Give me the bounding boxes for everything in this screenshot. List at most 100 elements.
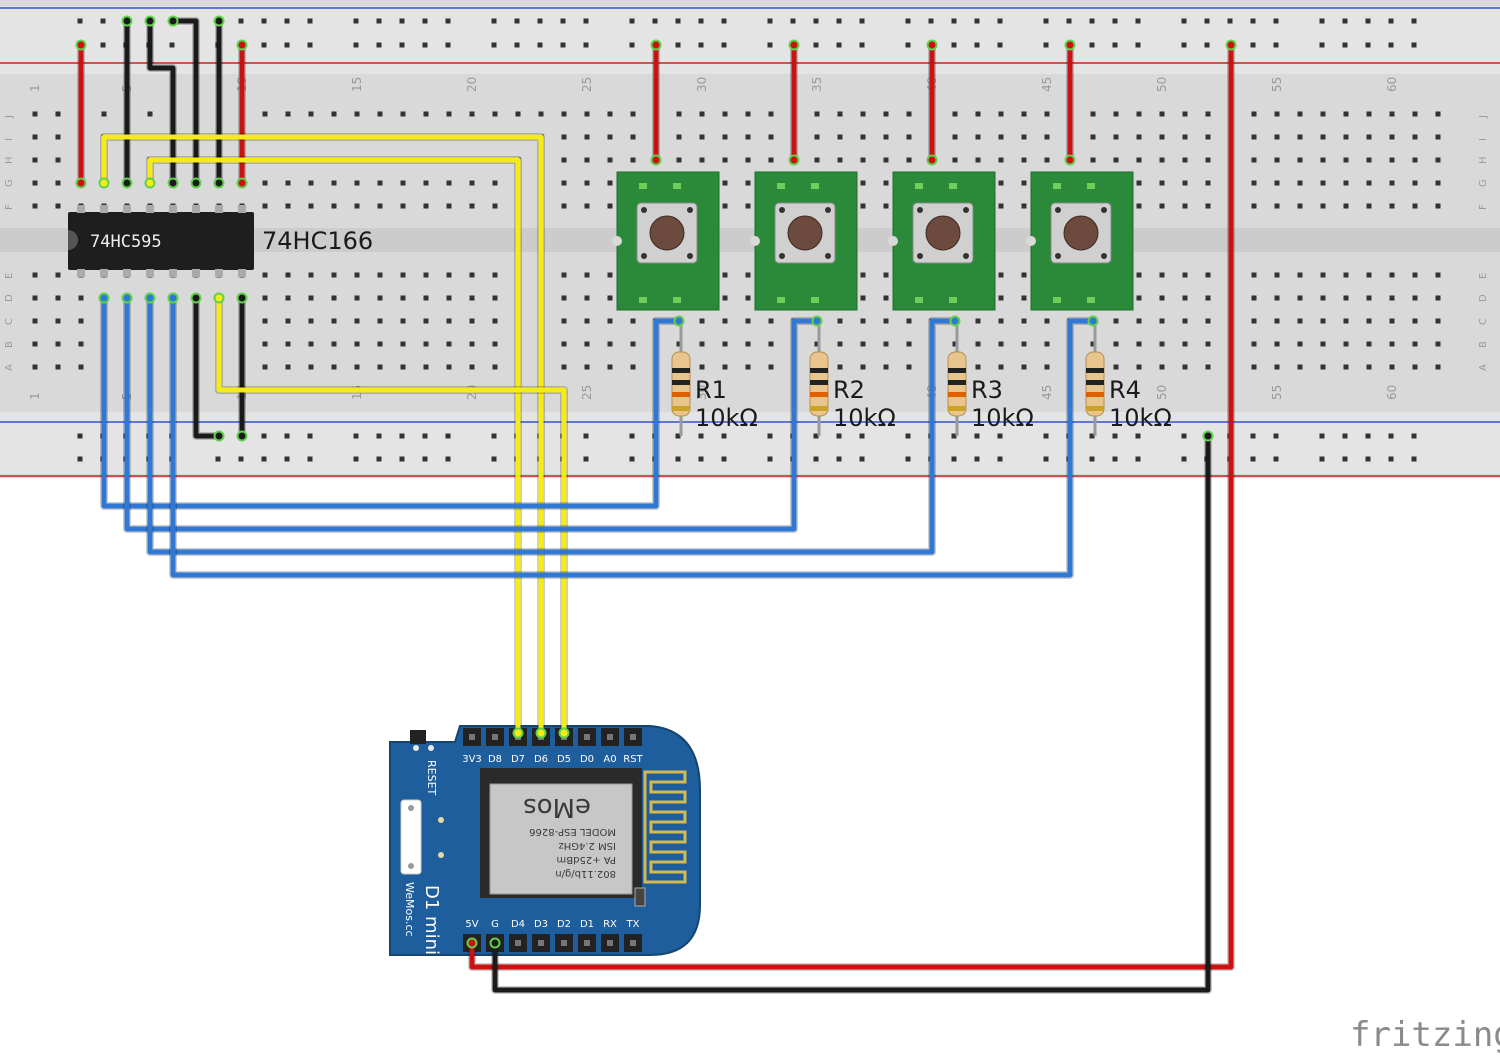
breadboard-hole (1366, 180, 1372, 186)
push-button[interactable] (1026, 171, 1134, 311)
breadboard-hole (262, 203, 268, 209)
breadboard-hole (308, 180, 314, 186)
breadboard-hole (1297, 180, 1303, 186)
board-gnd-wire[interactable] (492, 433, 1211, 993)
rail-hole (629, 18, 635, 24)
input-wire-4[interactable] (170, 295, 1096, 578)
breadboard-hole (607, 111, 613, 117)
breadboard-hole (1412, 272, 1418, 278)
breadboard-hole (561, 364, 567, 370)
pin-label: D1 (580, 919, 594, 930)
rail-hole (721, 42, 727, 48)
wire-end (144, 15, 156, 27)
breadboard-hole (975, 134, 981, 140)
rail-hole (813, 18, 819, 24)
breadboard-hole (55, 295, 61, 301)
breadboard-hole (768, 157, 774, 163)
breadboard-hole (1113, 318, 1119, 324)
rail-hole (537, 18, 543, 24)
breadboard-hole (1343, 272, 1349, 278)
ground-wire[interactable] (193, 295, 222, 439)
breadboard-hole (1274, 111, 1280, 117)
breadboard-hole (1343, 341, 1349, 347)
input-wire-1[interactable] (101, 295, 682, 509)
rail-hole (284, 433, 290, 439)
chip-pin (77, 269, 85, 277)
input-wire-3[interactable] (147, 295, 958, 555)
breadboard-hole (1320, 111, 1326, 117)
breadboard-hole (722, 295, 728, 301)
rail-hole (1112, 456, 1118, 462)
rail-hole (1066, 18, 1072, 24)
breadboard-hole (354, 364, 360, 370)
breadboard-hole (1274, 272, 1280, 278)
rail-hole (422, 456, 428, 462)
row-letter: B (4, 341, 15, 348)
wemos-d1-mini-board[interactable]: RESET 802.11b/g/n PA +25dBm ISM 2.4GHz M… (389, 725, 701, 956)
breadboard-hole (1136, 272, 1142, 278)
breadboard-hole (561, 111, 567, 117)
breadboard-hole (262, 272, 268, 278)
breadboard-hole (308, 203, 314, 209)
breadboard-hole (676, 111, 682, 117)
push-button[interactable] (888, 171, 996, 311)
push-button[interactable] (612, 171, 720, 311)
breadboard-hole (1343, 180, 1349, 186)
breadboard-hole (607, 364, 613, 370)
breadboard-hole (331, 295, 337, 301)
breadboard-hole (331, 180, 337, 186)
pin-label: D0 (580, 754, 594, 765)
breadboard-hole (1435, 157, 1441, 163)
breadboard-hole (78, 341, 84, 347)
chip-pin (100, 205, 108, 213)
rail-hole (1043, 42, 1049, 48)
data-wire-d5[interactable] (216, 295, 567, 736)
breadboard-hole (906, 341, 912, 347)
rail-hole (997, 433, 1003, 439)
breadboard-hole (883, 341, 889, 347)
rail-hole (583, 42, 589, 48)
column-number: 60 (1385, 77, 1399, 92)
shift-register-chip[interactable]: 74HC595 (68, 205, 254, 277)
chip-pin (123, 205, 131, 213)
ground-wire[interactable] (170, 18, 199, 186)
rail-hole (859, 456, 865, 462)
data-wire-d6[interactable] (101, 134, 544, 736)
rail-hole (1089, 433, 1095, 439)
row-letter: D (4, 294, 15, 302)
breadboard-hole (331, 272, 337, 278)
rail-hole (238, 456, 244, 462)
rail-hole (1411, 456, 1417, 462)
push-button[interactable] (750, 171, 858, 311)
column-number: 1 (28, 84, 42, 92)
board-5v-wire[interactable] (469, 42, 1234, 970)
rail-hole (1181, 42, 1187, 48)
breadboard-hole (308, 318, 314, 324)
rail-hole (353, 433, 359, 439)
resistor-name: R1 (695, 376, 727, 404)
breadboard-hole (1389, 157, 1395, 163)
row-letter: F (4, 204, 15, 210)
breadboard-hole (492, 341, 498, 347)
breadboard-hole (1389, 364, 1395, 370)
breadboard-hole (676, 157, 682, 163)
breadboard-hole (584, 134, 590, 140)
chip-label: 74HC166 (262, 227, 373, 255)
breadboard-hole (883, 318, 889, 324)
input-wire-2[interactable] (124, 295, 820, 532)
chip-pin (123, 269, 131, 277)
breadboard-hole (1343, 203, 1349, 209)
breadboard-hole (1044, 318, 1050, 324)
ground-wire[interactable] (147, 18, 176, 186)
breadboard-hole (354, 295, 360, 301)
breadboard-hole (354, 203, 360, 209)
rail-hole (905, 18, 911, 24)
data-wire-d7[interactable] (147, 157, 521, 736)
breadboard-hole (1366, 318, 1372, 324)
rail-hole (261, 42, 267, 48)
breadboard-hole (1021, 134, 1027, 140)
